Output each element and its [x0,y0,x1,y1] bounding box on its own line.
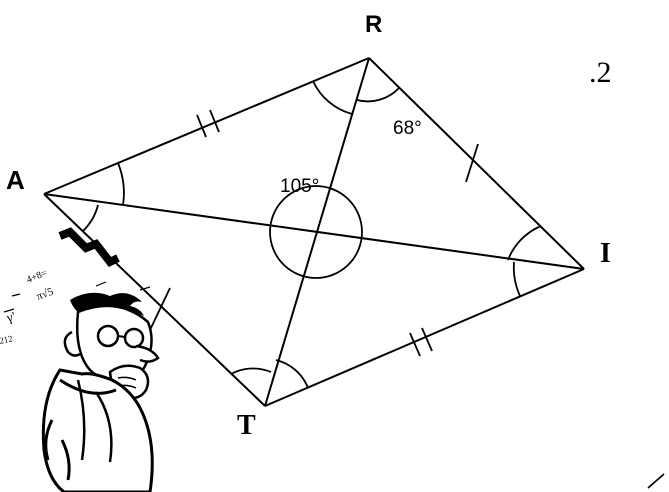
formula-text-1: π√5 [35,286,56,303]
vertex-label-I: I [600,238,611,269]
arc-I-upper [507,225,542,261]
vertex-labels: R A I T [6,11,611,441]
tick-marks [149,109,479,357]
double-tick-AR-1 [196,114,207,138]
diagonal-AI [43,193,585,270]
formula-text-5: 212 [0,333,14,346]
angle-label-105: 105° [280,176,319,197]
angle-value-labels: 105° 68° [280,118,422,197]
vertex-label-T: T [237,410,256,441]
kite-outline [43,57,585,407]
arc-T-right [275,359,309,389]
arc-R-left [312,80,353,115]
formula-text-2: 4+8= [25,267,49,285]
problem-number: .2 [589,56,612,89]
vertex-label-A: A [6,165,25,195]
arc-T-left [230,367,272,375]
arc-center [269,185,363,279]
side-AR [43,57,370,195]
single-tick-RI [465,143,479,183]
double-tick-IT-1 [409,332,421,357]
angle-label-68: 68° [393,118,422,139]
single-tick-TA [149,287,171,331]
side-TA [43,193,266,407]
corner-stroke [647,473,665,489]
side-IT [264,268,585,407]
arc-A-upper [117,162,125,206]
vertex-label-R: R [365,11,382,38]
formula-text-4: γ' [4,308,16,325]
double-tick-IT-2 [421,327,433,352]
diagonal-RT [264,57,370,407]
arc-R-right [356,87,400,103]
arc-I-lower [512,261,521,297]
arc-A-lower [82,204,99,232]
thinking-man-clipart-icon: 4+8= π√5 7/5 γ' 212 [0,227,160,492]
side-RI [368,57,585,270]
double-tick-AR-2 [209,109,220,133]
angle-arcs [82,80,542,389]
